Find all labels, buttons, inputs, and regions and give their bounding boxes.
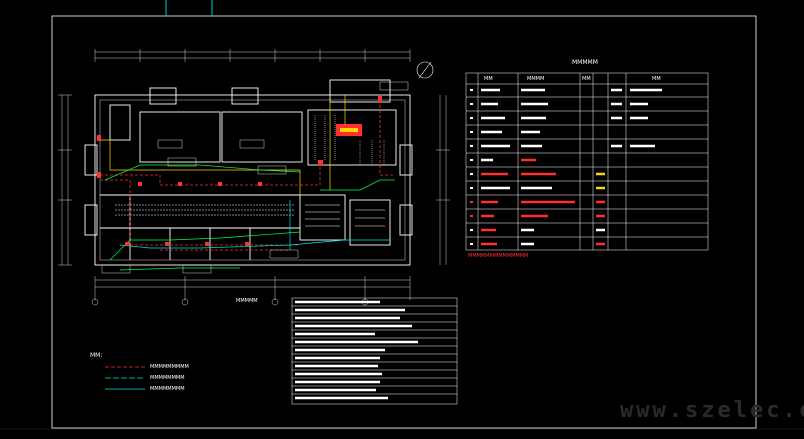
table-header-model: MMMM (527, 76, 545, 82)
table-header-name: MM (484, 76, 493, 82)
legend-label-cyan: MMMMMMMM (150, 375, 185, 381)
equipment-table-title: MMMMM (572, 59, 598, 66)
equipment-rows (115, 115, 385, 227)
drawing-frame (51, 15, 757, 429)
red-wiring (100, 100, 395, 251)
equipment-table-entries (481, 88, 662, 246)
table-header-unit: MM (582, 76, 591, 82)
dimension-lines-bottom (91, 276, 411, 306)
north-arrow-icon (416, 61, 434, 79)
legend-title: MM: (90, 352, 103, 359)
green-wiring (104, 164, 395, 271)
yellow-wiring (100, 95, 346, 195)
dimension-lines-top (94, 49, 411, 62)
table-note: MMMMMMMMMMMMMM (468, 253, 529, 259)
device-markers (97, 96, 382, 246)
table-header-remark: MM (652, 76, 661, 82)
callout-boxes (101, 81, 409, 274)
legend-label-white: MMMMMMMM (150, 386, 185, 392)
dimension-lines-side (58, 94, 450, 266)
cable-schedule-text (295, 300, 418, 400)
equipment-table-grid (465, 72, 709, 251)
cyan-wiring (119, 200, 390, 250)
building-walls (84, 79, 413, 266)
plan-title: MMMMM (236, 298, 258, 304)
legend-label-red: MMMMMMMMM (150, 364, 189, 370)
control-cabinet-label-bar (340, 128, 358, 132)
watermark: www.szelec.cc (620, 398, 804, 423)
equipment-table-row-numbers (470, 89, 473, 245)
cable-schedule-table (291, 297, 458, 405)
